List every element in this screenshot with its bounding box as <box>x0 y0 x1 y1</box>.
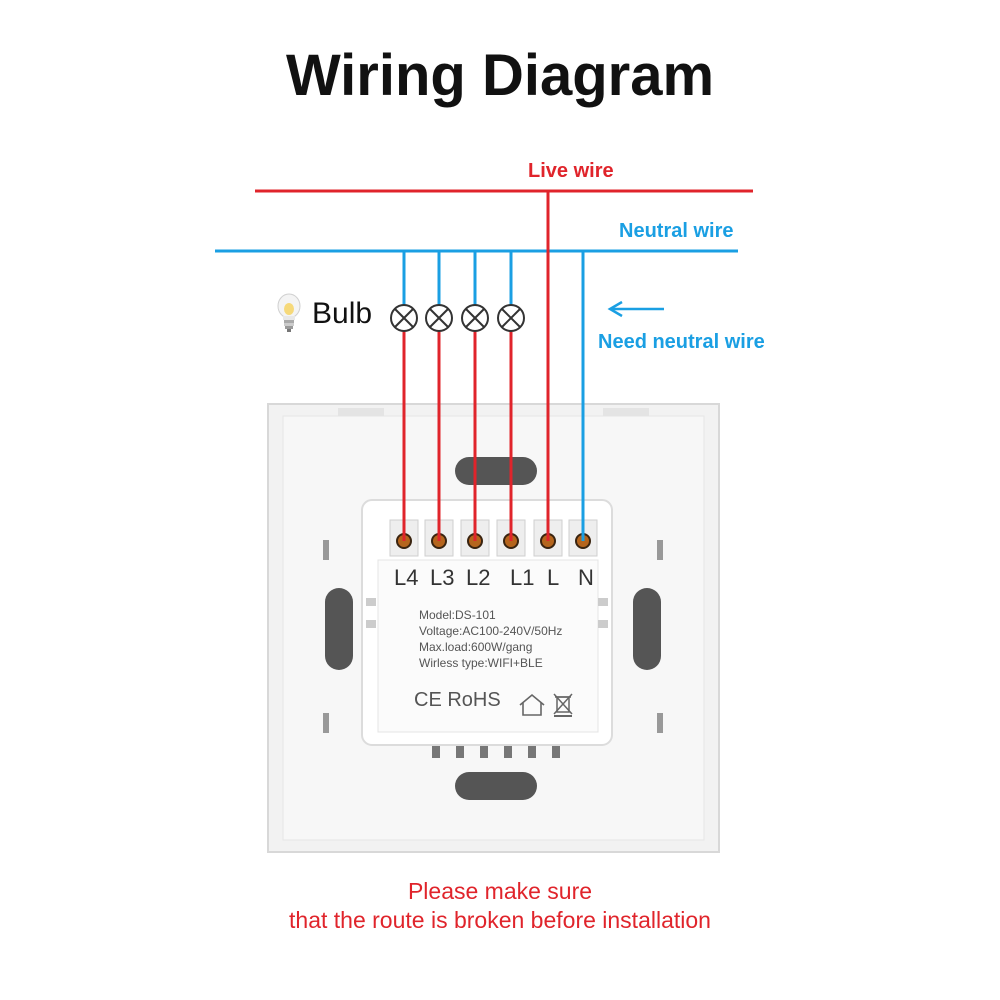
need-neutral-label: Need neutral wire <box>598 331 765 353</box>
terminal-label-l1: L1 <box>510 565 535 590</box>
mount-slot-top <box>455 457 537 485</box>
device-voltage: Voltage:AC100-240V/50Hz <box>419 624 563 638</box>
terminal-label-n: N <box>578 565 594 590</box>
bulb-symbol-cross <box>429 308 449 328</box>
terminal-label-l: L <box>547 565 560 590</box>
need-neutral-arrow <box>607 300 664 318</box>
terminal-label-l3: L3 <box>430 565 455 590</box>
bulb-symbol-cross <box>465 308 485 328</box>
neutral-wire-label: Neutral wire <box>619 220 734 242</box>
warning-line-1: Please make sure <box>407 878 593 904</box>
warning-line-2: that the route is broken before installa… <box>289 907 711 933</box>
weee-bin-icon <box>553 693 573 717</box>
mount-slot-bottom <box>455 772 537 800</box>
bulb-icon <box>277 293 301 332</box>
device-max-load: Max.load:600W/gang <box>419 640 533 654</box>
terminal-label-l4: L4 <box>394 565 419 590</box>
terminal-label-l2: L2 <box>466 565 491 590</box>
device-certs: CE RoHS <box>414 689 501 711</box>
live-wire-label: Live wire <box>528 160 614 182</box>
house-icon <box>519 693 545 716</box>
bulb-symbol-cross <box>394 308 414 328</box>
bulb-label: Bulb <box>312 297 373 330</box>
page-title: Wiring Diagram <box>285 43 715 108</box>
device-wireless: Wirless type:WIFI+BLE <box>419 656 543 670</box>
bulb-symbol-cross <box>501 308 521 328</box>
mount-slot-left <box>325 588 353 670</box>
device-model: Model:DS-101 <box>419 608 496 622</box>
mount-slot-right <box>633 588 661 670</box>
